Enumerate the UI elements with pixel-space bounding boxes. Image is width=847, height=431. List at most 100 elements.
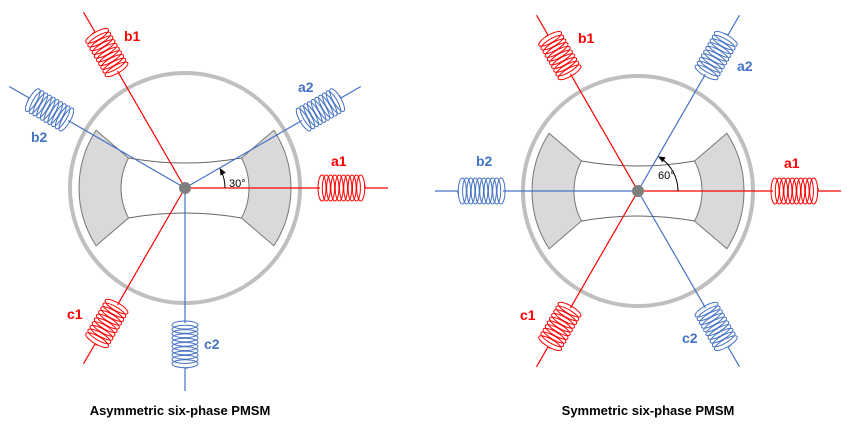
coil-turn [538, 30, 563, 47]
coil-turn [330, 174, 340, 202]
left-label-b2: b2 [31, 129, 48, 145]
coil-turn [462, 177, 472, 205]
lead-line [8, 85, 30, 99]
coil-turn [85, 332, 110, 349]
coil-turn [306, 101, 323, 125]
coil-turn [91, 39, 116, 55]
coil-turn [707, 324, 732, 340]
phase-axis-line [569, 73, 639, 192]
coil-turn [171, 350, 199, 360]
coil-turn [553, 309, 578, 325]
coil-turn [24, 88, 41, 113]
coil-turn [711, 34, 736, 51]
right-label-c1: c1 [520, 307, 536, 323]
coil-turn [299, 105, 316, 130]
coil-turn [711, 331, 736, 348]
right-label-b1: b1 [578, 30, 595, 46]
coil-turn [303, 103, 319, 128]
phase-axis-line [637, 190, 707, 309]
coil-turn [295, 107, 312, 132]
coil-turn [321, 92, 338, 117]
coil-turn [91, 321, 116, 337]
left-label-a2: a2 [298, 79, 314, 95]
coil-turn [87, 328, 112, 345]
coil-turn [54, 105, 71, 130]
right-label-a2: a2 [737, 58, 753, 74]
coil-turn [171, 320, 199, 330]
coil-turn [317, 174, 327, 202]
winding-c2 [171, 188, 199, 391]
rotor-core-top-edge [581, 160, 695, 167]
coil-turn [694, 64, 719, 81]
right-title: Symmetric six-phase PMSM [562, 403, 735, 418]
coil-turn [93, 317, 118, 334]
winding-c1 [82, 187, 186, 365]
lead-line [535, 14, 549, 36]
coil-turn [487, 177, 497, 205]
coil-turn [100, 54, 125, 70]
symmetric-machine [435, 14, 841, 368]
coil-turn [698, 309, 723, 325]
coil-turn [171, 324, 199, 334]
lead-line [82, 11, 96, 33]
shaft-center [632, 185, 644, 197]
left-label-c2: c2 [204, 336, 220, 352]
rotor-core-bottom-edge [581, 215, 695, 222]
winding-a1 [185, 174, 388, 202]
winding-a1 [638, 177, 841, 205]
coil-turn [709, 38, 734, 55]
coil-turn [555, 60, 580, 77]
phase-axis-line [116, 70, 186, 189]
coil-turn [102, 57, 127, 74]
coil-turn [787, 177, 797, 205]
coil-turn [339, 174, 348, 202]
coil-turn [36, 94, 52, 119]
coil-turn [705, 320, 730, 337]
coil-turn [551, 53, 575, 70]
coil-turn [542, 327, 567, 344]
coil-turn [100, 306, 125, 322]
coil-turn [703, 316, 728, 333]
coil-turn [171, 329, 199, 339]
winding-c2 [637, 190, 741, 368]
winding-b1 [535, 14, 639, 192]
coil-turn [696, 60, 721, 77]
lead-line [727, 14, 741, 36]
winding-a2 [637, 14, 741, 192]
asymmetric-machine [8, 11, 388, 391]
coil-turn [548, 49, 573, 66]
coil-turn [325, 90, 342, 115]
coil-turn [555, 305, 580, 322]
coil-turn [770, 177, 780, 205]
coil-turn [95, 313, 120, 330]
coil-turn [95, 46, 120, 63]
lead-line [727, 346, 741, 368]
coil-turn [104, 298, 129, 315]
left-label-b1: b1 [124, 28, 141, 44]
coil-turn [89, 35, 114, 52]
coil-turn [783, 177, 793, 205]
lead-step [545, 34, 549, 38]
left-label-a1: a1 [331, 153, 347, 169]
coil-turn [698, 57, 723, 73]
coil-turn [318, 94, 334, 119]
coil-turn [705, 45, 730, 62]
coil-turn [51, 103, 67, 128]
coil-turn [85, 27, 110, 44]
coil-turn [343, 174, 353, 202]
phase-axis-line [67, 119, 186, 189]
coil-turn [701, 312, 725, 329]
coil-turn [709, 327, 734, 344]
right-label-b2: b2 [476, 153, 493, 169]
winding-c1 [535, 190, 639, 368]
coil-turn [475, 177, 484, 205]
coil-turn [538, 335, 563, 352]
coil-turn [548, 316, 573, 333]
coil-turn [310, 98, 327, 123]
left-title: Asymmetric six-phase PMSM [90, 403, 271, 418]
lead-line [82, 343, 96, 365]
rotor-core-top-edge [128, 157, 242, 164]
coil-turn [347, 174, 357, 202]
coil-turn [93, 42, 118, 59]
